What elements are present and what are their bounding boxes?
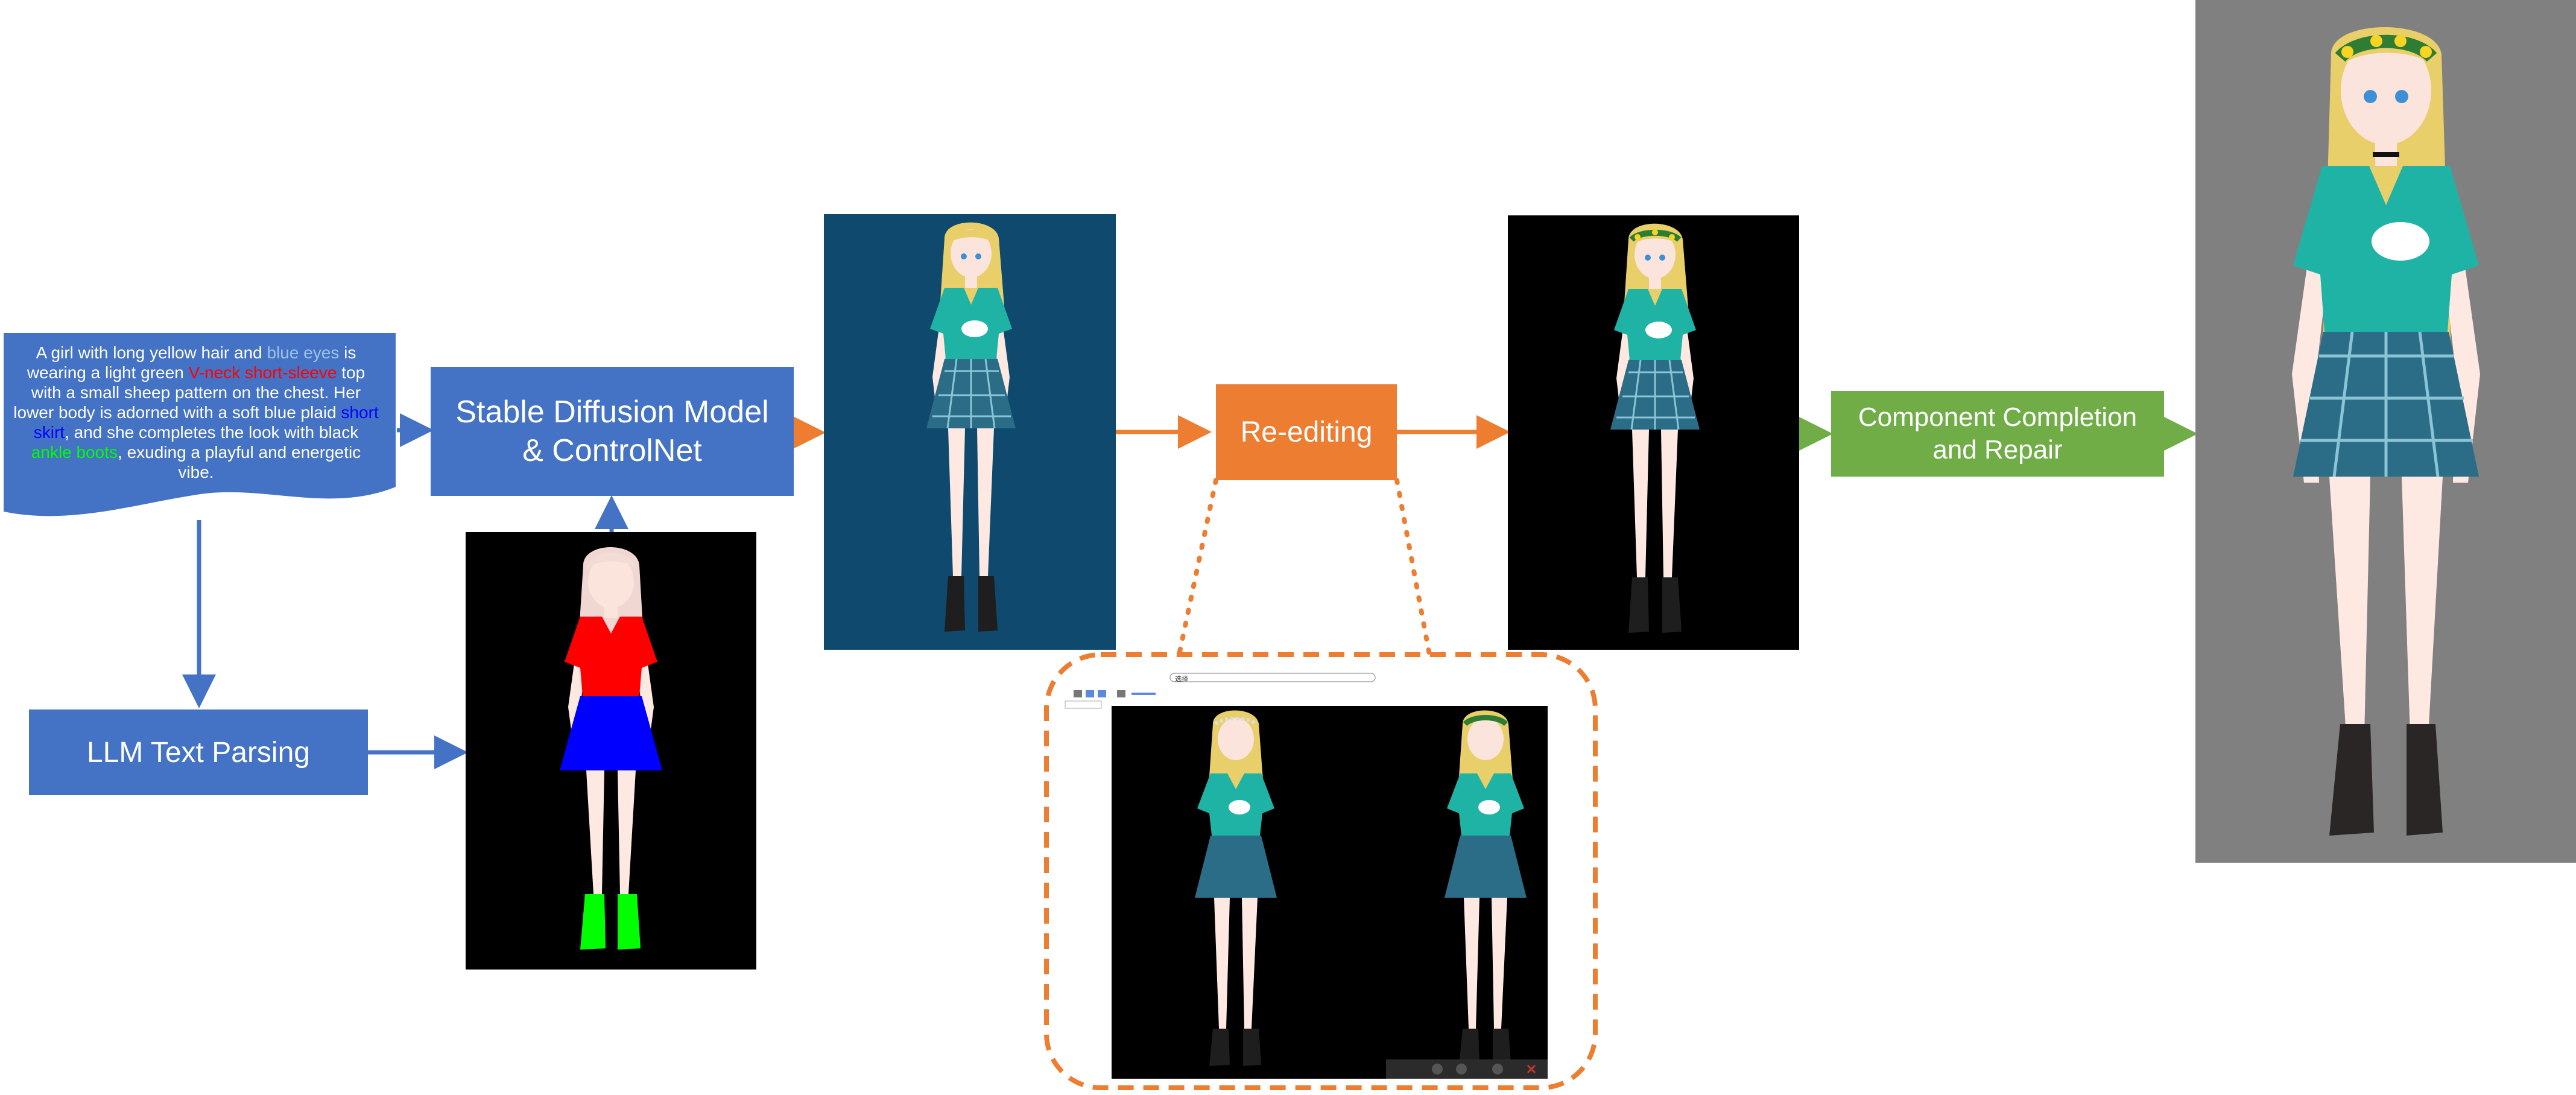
mask-figure <box>560 547 662 950</box>
zoom-line-right <box>1394 478 1432 657</box>
edited-character <box>1610 223 1700 633</box>
completion-label-line2: and Repair <box>1932 435 2063 465</box>
final-character <box>2292 27 2480 836</box>
text-prompt-document <box>4 333 396 516</box>
editor-zoom-frame <box>1044 652 1598 1090</box>
editor-prompt-text[interactable]: 选择 <box>1175 676 1188 683</box>
editor-prompt-field <box>1169 673 1376 682</box>
generated-image-panel <box>824 214 1116 650</box>
editor-close-icon <box>1527 1064 1536 1074</box>
prompt-highlight-skirt: short skirt <box>33 403 379 442</box>
reediting-node: Re-editing <box>1216 384 1397 480</box>
editor-toolbar-graphics <box>1065 673 1376 709</box>
stable-diffusion-label-line2: & ControlNet <box>522 433 702 468</box>
prompt-highlight-eyes: blue eyes <box>267 343 340 362</box>
component-completion-node: Component Completion and Repair <box>1831 391 2164 477</box>
zoom-line-left <box>1177 478 1218 657</box>
final-image-panel <box>2195 0 2576 863</box>
editor-character-after <box>1445 710 1527 1066</box>
llm-text-parsing-node: LLM Text Parsing <box>29 709 368 795</box>
mask-skirt <box>560 696 662 770</box>
completion-label-line1: Component Completion <box>1858 402 2138 432</box>
stable-diffusion-node: Stable Diffusion Model & ControlNet <box>431 367 794 496</box>
mask-boot-right <box>618 894 641 950</box>
segmentation-mask-panel <box>466 532 756 970</box>
editor-character-before <box>1195 710 1277 1066</box>
editor-toolbar <box>1063 670 1521 712</box>
generated-character <box>926 222 1016 632</box>
stable-diffusion-label-line1: Stable Diffusion Model <box>455 395 769 430</box>
mask-shirt <box>565 617 657 696</box>
editor-canvas-characters <box>1195 710 1548 1079</box>
llm-text-parsing-label: LLM Text Parsing <box>87 736 310 769</box>
edited-image-panel <box>1508 215 1799 650</box>
editor-canvas[interactable] <box>1112 706 1548 1079</box>
prompt-highlight-top: V-neck short-sleeve <box>188 363 337 382</box>
mask-boot-left <box>580 894 606 950</box>
prompt-highlight-boots: ankle boots <box>31 443 118 462</box>
reediting-label: Re-editing <box>1240 416 1373 448</box>
text-prompt: A girl with long yellow hair and blue ey… <box>13 343 379 481</box>
